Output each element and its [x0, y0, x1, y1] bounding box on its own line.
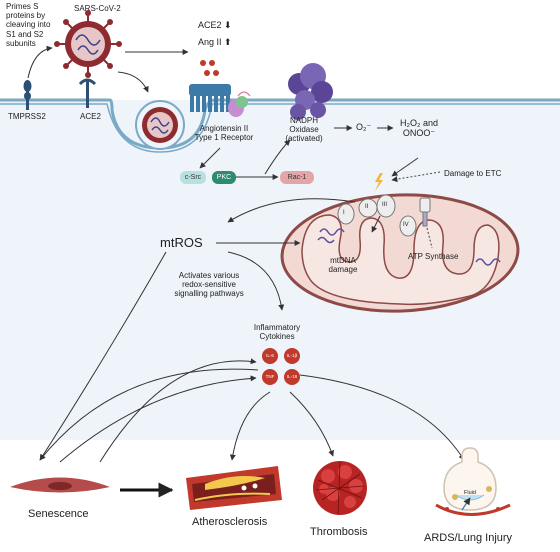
mtdna-icon-2 — [475, 258, 501, 266]
up-arrow-icon: ⬆ — [224, 37, 232, 47]
alveolus-icon — [435, 447, 511, 516]
complex-i-label: I — [343, 210, 345, 216]
senescence-label: Senescence — [28, 508, 89, 520]
cell-membrane-inner — [0, 103, 560, 153]
mtros-label: mtROS — [160, 235, 203, 250]
cytokine-il6: IL-6 — [262, 348, 278, 364]
pkc-badge: PKC — [212, 171, 236, 184]
ang-ii-increase: Ang II ⬆ — [198, 37, 232, 47]
down-arrow-icon: ⬇ — [224, 20, 232, 30]
nadph-oxidase-label: NADPH Oxidase (activated) — [285, 116, 323, 144]
damage-lightning-icon — [375, 173, 383, 191]
mitochondrion-icon — [280, 193, 520, 313]
thrombus-icon — [313, 461, 367, 515]
inflammatory-cytokines-label: Inflammatory Cytokines — [253, 323, 301, 342]
cytokine-il1b: IL-1β — [284, 348, 300, 364]
cytokine-il18: IL-18 — [284, 369, 300, 385]
superoxide-label: O₂⁻ — [356, 122, 372, 132]
ang-ii-molecules — [200, 60, 219, 76]
complex-iv-label: IV — [403, 222, 409, 228]
ace2-text: ACE2 — [198, 20, 222, 30]
ang-ii-text: Ang II — [198, 37, 222, 47]
mtdna-damage-label: mtDNA damage — [328, 256, 358, 275]
virus-icon — [54, 10, 122, 78]
nadph-oxidase-icon — [288, 63, 333, 120]
atp-synthase-label: ATP Synthase — [408, 252, 459, 261]
at1-receptor-icon — [189, 84, 251, 117]
etc-complexes — [337, 194, 431, 237]
etc-damage-label: Damage to ETC — [444, 169, 502, 178]
ace2-decrease: ACE2 ⬇ — [198, 20, 232, 30]
at1-receptor-label: Angiotensin II Type 1 Receptor — [194, 124, 254, 143]
mtdna-icon — [317, 228, 345, 244]
rac1-badge: Rac-1 — [280, 171, 314, 184]
ace2-receptor-icon — [78, 78, 97, 108]
redox-pathways-label: Activates various redox-sensitive signal… — [174, 271, 244, 299]
senescent-cell-icon — [10, 477, 110, 493]
fluid-label: Fluid — [464, 490, 476, 496]
complex-ii-label: II — [365, 204, 369, 210]
ros-products-label: H₂O₂ and ONOO⁻ — [399, 118, 438, 139]
tmprss2-protein — [23, 80, 32, 110]
thrombosis-label: Thrombosis — [310, 526, 368, 538]
ards-label: ARDS/Lung Injury — [424, 532, 513, 544]
c-src-badge: c-Src — [180, 171, 206, 184]
ace2-label: ACE2 — [80, 112, 101, 121]
atherosclerosis-label: Atherosclerosis — [192, 516, 268, 528]
virus-label: SARS-CoV-2 — [74, 4, 121, 13]
cytokine-tnf: TNF — [262, 369, 278, 385]
endocytosed-virus-icon — [135, 100, 185, 150]
atherosclerotic-vessel-icon — [186, 466, 282, 510]
tmprss2-label: TMPRSS2 — [8, 112, 46, 121]
complex-iii-label: III — [382, 202, 388, 208]
tmprss2-function-note: Primes S proteins by cleaving into S1 an… — [6, 2, 51, 48]
